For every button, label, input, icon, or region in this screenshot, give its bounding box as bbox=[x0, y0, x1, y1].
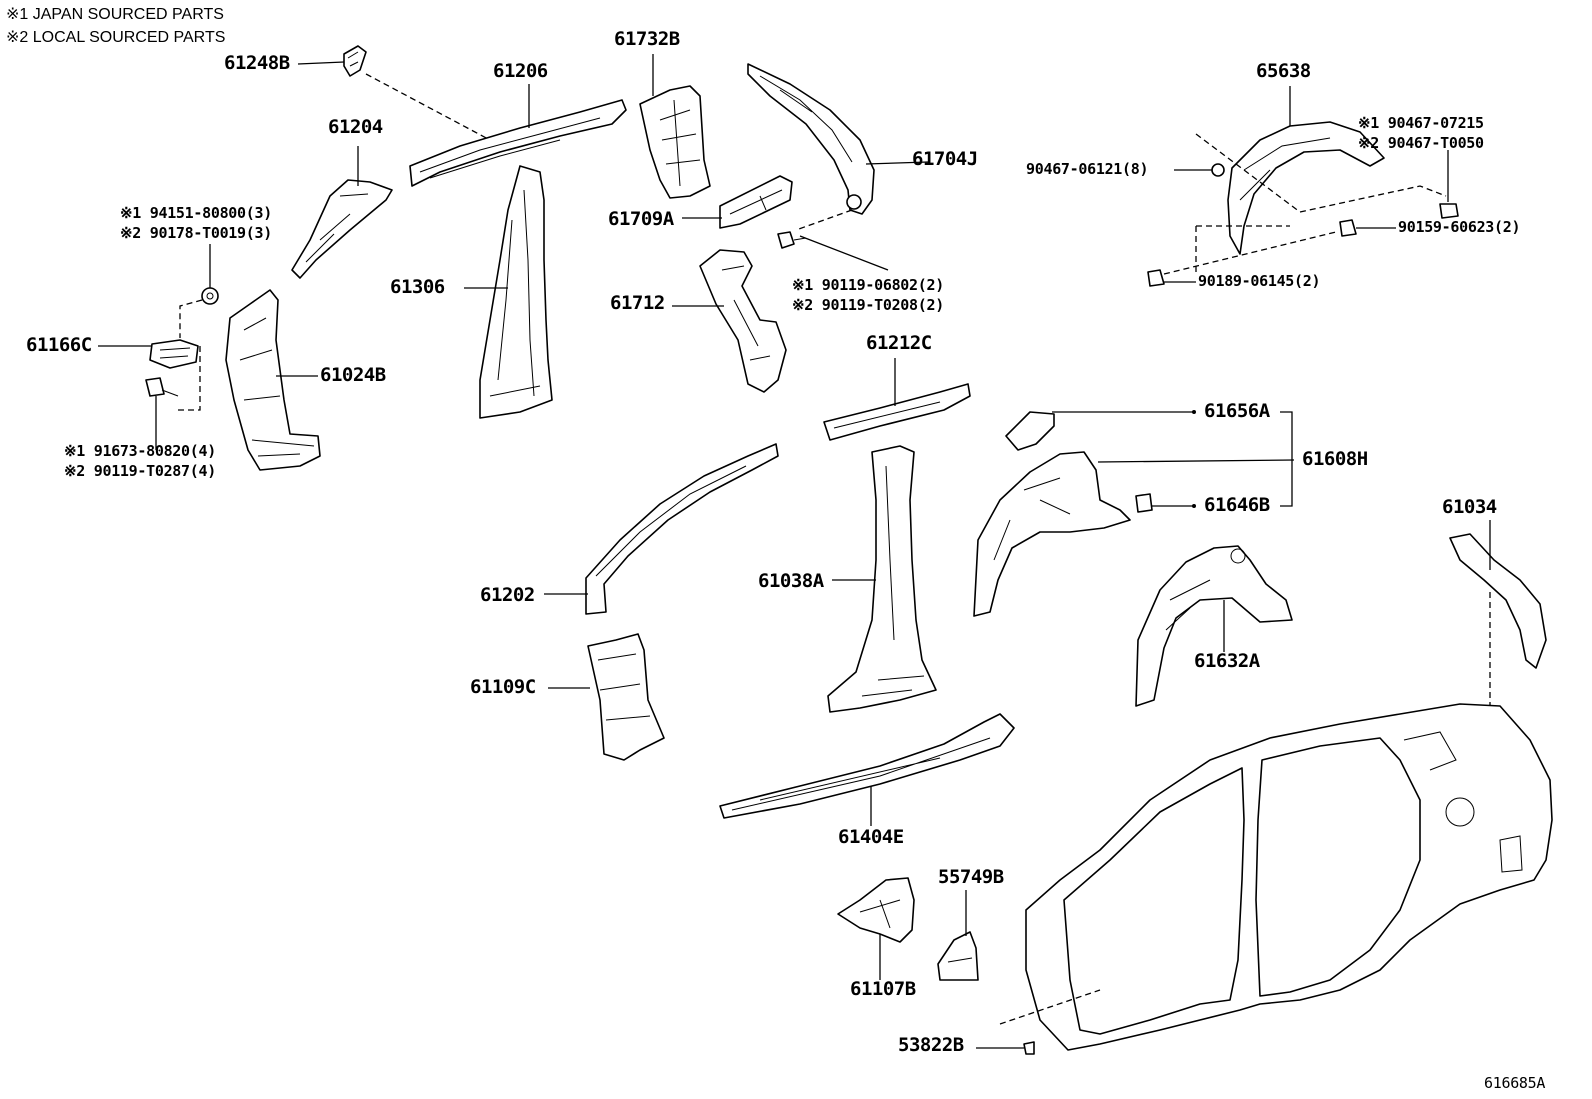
label-61646B[interactable]: 61646B bbox=[1204, 494, 1270, 516]
label-53822B[interactable]: 53822B bbox=[898, 1034, 964, 1056]
part-65638-shape[interactable] bbox=[1227, 121, 1385, 255]
note-local-sourced: ※2 LOCAL SOURCED PARTS bbox=[6, 29, 226, 46]
part-61166C-shape[interactable] bbox=[149, 339, 199, 369]
label-61204[interactable]: 61204 bbox=[328, 116, 383, 138]
label-61732B[interactable]: 61732B bbox=[614, 28, 680, 50]
part-61109C-shape[interactable] bbox=[587, 633, 665, 761]
part-61248B-shape[interactable] bbox=[343, 45, 367, 77]
part-61034-shape[interactable] bbox=[1449, 533, 1547, 669]
label-90467-07215[interactable]: ※1 90467-07215 bbox=[1358, 114, 1484, 132]
label-61038A[interactable]: 61038A bbox=[758, 570, 824, 592]
screw-90189-06145-shape[interactable] bbox=[1147, 269, 1165, 287]
screw-90159-60623-shape[interactable] bbox=[1339, 219, 1357, 237]
label-65638[interactable]: 65638 bbox=[1256, 60, 1311, 82]
part-61202-shape[interactable] bbox=[585, 443, 779, 615]
part-61107B-shape[interactable] bbox=[837, 877, 915, 943]
note-japan-sourced: ※1 JAPAN SOURCED PARTS bbox=[6, 6, 224, 23]
part-61038A-shape[interactable] bbox=[827, 445, 937, 713]
label-61632A[interactable]: 61632A bbox=[1194, 650, 1260, 672]
diagram-id: 616685A bbox=[1484, 1074, 1546, 1092]
part-53822B-shape[interactable] bbox=[1023, 1041, 1035, 1055]
part-61404E-shape[interactable] bbox=[719, 713, 1015, 819]
bolt-90119-06802-shape[interactable] bbox=[777, 231, 807, 249]
label-91673-80820[interactable]: ※1 91673-80820(4) bbox=[64, 442, 216, 460]
label-90467-T0050[interactable]: ※2 90467-T0050 bbox=[1358, 134, 1484, 152]
label-61034[interactable]: 61034 bbox=[1442, 496, 1497, 518]
label-90159-60623[interactable]: 90159-60623(2) bbox=[1398, 218, 1521, 236]
part-61709A-shape[interactable] bbox=[719, 175, 793, 229]
label-90467-06121[interactable]: 90467-06121(8) bbox=[1026, 160, 1149, 178]
label-55749B[interactable]: 55749B bbox=[938, 866, 1004, 888]
label-90119-06802[interactable]: ※1 90119-06802(2) bbox=[792, 276, 944, 294]
label-61166C[interactable]: 61166C bbox=[26, 334, 92, 356]
group-bracket bbox=[1280, 411, 1293, 507]
part-61704J-shape[interactable] bbox=[747, 63, 875, 215]
label-61404E[interactable]: 61404E bbox=[838, 826, 904, 848]
part-61306-shape[interactable] bbox=[479, 165, 553, 419]
label-61608H[interactable]: 61608H bbox=[1302, 448, 1368, 470]
clip-90467-07215-shape[interactable] bbox=[1439, 203, 1459, 219]
part-61632A-shape[interactable] bbox=[1135, 545, 1293, 707]
part-61204-shape[interactable] bbox=[291, 179, 393, 279]
part-61206-shape[interactable] bbox=[409, 99, 627, 187]
label-61704J[interactable]: 61704J bbox=[912, 148, 978, 170]
part-61024B-shape[interactable] bbox=[225, 289, 321, 471]
label-90189-06145[interactable]: 90189-06145(2) bbox=[1198, 272, 1321, 290]
label-61024B[interactable]: 61024B bbox=[320, 364, 386, 386]
label-90178-T0019[interactable]: ※2 90178-T0019(3) bbox=[120, 224, 272, 242]
part-55749B-shape[interactable] bbox=[937, 931, 979, 981]
label-61206[interactable]: 61206 bbox=[493, 60, 548, 82]
label-61656A[interactable]: 61656A bbox=[1204, 400, 1270, 422]
part-61646B-shape[interactable] bbox=[1135, 493, 1153, 513]
part-61608H-shape[interactable] bbox=[973, 451, 1131, 617]
clip-90467-06121-shape[interactable] bbox=[1211, 163, 1225, 177]
part-61732B-shape[interactable] bbox=[639, 85, 711, 199]
label-61212C[interactable]: 61212C bbox=[866, 332, 932, 354]
label-61109C[interactable]: 61109C bbox=[470, 676, 536, 698]
label-61107B[interactable]: 61107B bbox=[850, 978, 916, 1000]
part-61712-shape[interactable] bbox=[699, 249, 787, 393]
part-61212C-shape[interactable] bbox=[823, 383, 971, 441]
label-94151-80800[interactable]: ※1 94151-80800(3) bbox=[120, 204, 272, 222]
bolt-91673-80820-shape[interactable] bbox=[145, 377, 179, 397]
label-61306[interactable]: 61306 bbox=[390, 276, 445, 298]
part-61656A-shape[interactable] bbox=[1005, 411, 1055, 451]
label-61709A[interactable]: 61709A bbox=[608, 208, 674, 230]
label-61202[interactable]: 61202 bbox=[480, 584, 535, 606]
label-61712[interactable]: 61712 bbox=[610, 292, 665, 314]
part-body-side-outer-shape[interactable] bbox=[1025, 703, 1553, 1051]
label-61248B[interactable]: 61248B bbox=[224, 52, 290, 74]
nut-94151-80800-shape[interactable] bbox=[201, 287, 219, 305]
label-90119-T0208[interactable]: ※2 90119-T0208(2) bbox=[792, 296, 944, 314]
label-90119-T0287[interactable]: ※2 90119-T0287(4) bbox=[64, 462, 216, 480]
